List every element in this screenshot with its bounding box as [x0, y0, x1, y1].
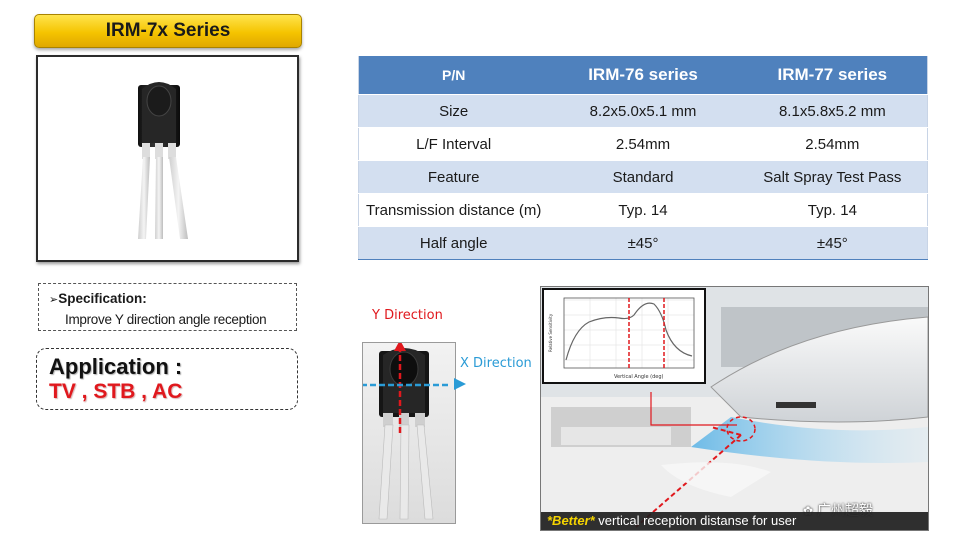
- irm76-value: ±45°: [548, 226, 738, 260]
- table-row: Size 8.2x5.0x5.1 mm 8.1x5.8x5.2 mm: [358, 94, 928, 128]
- row-label: Feature: [358, 160, 549, 194]
- product-photo: [36, 55, 299, 262]
- row-label: L/F Interval: [358, 127, 549, 161]
- x-arrow-head-icon: [454, 378, 466, 390]
- x-direction-label: X Direction: [460, 356, 532, 371]
- header-irm77: IRM-77 series: [737, 55, 928, 95]
- specification-box: ➢Specification: Improve Y direction angl…: [38, 283, 297, 331]
- table-header-row: P/N IRM-76 series IRM-77 series: [358, 55, 928, 95]
- caption-highlight: *Better*: [547, 513, 595, 528]
- row-label: Size: [358, 94, 549, 128]
- spec-comparison-table: P/N IRM-76 series IRM-77 series Size 8.2…: [358, 55, 928, 260]
- specification-heading: ➢Specification:: [49, 289, 296, 310]
- irm77-value: 2.54mm: [737, 127, 928, 161]
- application-title: Application :: [49, 354, 183, 379]
- header-irm76: IRM-76 series: [548, 55, 738, 95]
- table-row: Half angle ±45° ±45°: [358, 226, 928, 260]
- irm77-value: 8.1x5.8x5.2 mm: [737, 94, 928, 128]
- series-title: IRM-7x Series: [105, 20, 231, 41]
- irm76-value: Standard: [548, 160, 738, 194]
- y-direction-label: Y Direction: [372, 308, 443, 323]
- scene-caption: *Better* vertical reception distanse for…: [541, 512, 928, 530]
- ir-receiver-image: [138, 82, 188, 239]
- irm76-value: 8.2x5.0x5.1 mm: [548, 94, 738, 128]
- sensitivity-graph-inset: Vertical Angle (deg) Relative Sensitivit…: [542, 288, 706, 384]
- sensitivity-curve: Vertical Angle (deg) Relative Sensitivit…: [548, 297, 695, 380]
- application-list: TV , STB , AC: [49, 380, 183, 403]
- row-label: Half angle: [358, 226, 549, 260]
- table-row: Transmission distance (m) Typ. 14 Typ. 1…: [358, 193, 928, 227]
- wechat-icon: ✿: [803, 504, 814, 518]
- graph-y-label: Relative Sensitivity: [548, 313, 553, 352]
- caption-text: vertical reception distanse for user: [594, 513, 797, 528]
- irm77-value: Salt Spray Test Pass: [737, 160, 928, 194]
- irm77-value: ±45°: [737, 226, 928, 260]
- specification-title: Specification:: [58, 291, 147, 306]
- specification-text: Improve Y direction angle reception: [65, 312, 267, 327]
- graph-x-label: Vertical Angle (deg): [614, 374, 663, 380]
- bullet-arrow-icon: ➢: [49, 294, 59, 306]
- series-title-badge: IRM-7x Series: [34, 14, 302, 48]
- irm77-value: Typ. 14: [737, 193, 928, 227]
- ir-receiver-axes-image: [361, 340, 449, 520]
- header-pn: P/N: [358, 55, 549, 95]
- row-label: Transmission distance (m): [358, 193, 549, 227]
- table-row: L/F Interval 2.54mm 2.54mm: [358, 127, 928, 161]
- table-row: Feature Standard Salt Spray Test Pass: [358, 160, 928, 194]
- air-conditioner-scene: Vertical Angle (deg) Relative Sensitivit…: [540, 286, 929, 531]
- irm76-value: 2.54mm: [548, 127, 738, 161]
- direction-diagram: [361, 340, 456, 524]
- application-box: Application : TV , STB , AC: [36, 348, 298, 410]
- irm76-value: Typ. 14: [548, 193, 738, 227]
